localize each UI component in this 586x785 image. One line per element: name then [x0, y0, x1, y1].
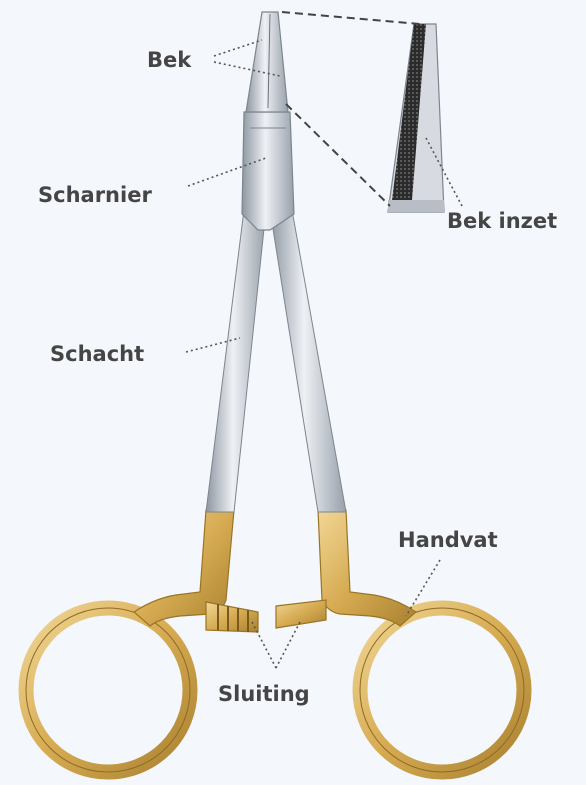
- ratchet-catch: [276, 600, 326, 628]
- label-bek: Bek: [147, 50, 191, 71]
- handle-left: [26, 510, 258, 772]
- shaft-right: [270, 210, 346, 512]
- zoom-line-top: [282, 12, 420, 24]
- ratchet-teeth: [206, 602, 258, 632]
- zoom-line-bottom: [286, 104, 390, 206]
- shaft-left: [206, 210, 266, 512]
- label-scharnier: Scharnier: [38, 185, 152, 206]
- label-sluiting: Sluiting: [218, 684, 310, 705]
- label-schacht: Schacht: [50, 344, 144, 365]
- finger-ring-right: [360, 608, 524, 772]
- hinge: [242, 112, 294, 230]
- leader-sluiting-2: [276, 622, 300, 668]
- jaw-insert-detail: [388, 24, 444, 212]
- label-bek-inzet: Bek inzet: [447, 211, 557, 232]
- label-handvat: Handvat: [398, 530, 498, 551]
- finger-ring-left: [26, 608, 190, 772]
- jaws: [246, 12, 288, 112]
